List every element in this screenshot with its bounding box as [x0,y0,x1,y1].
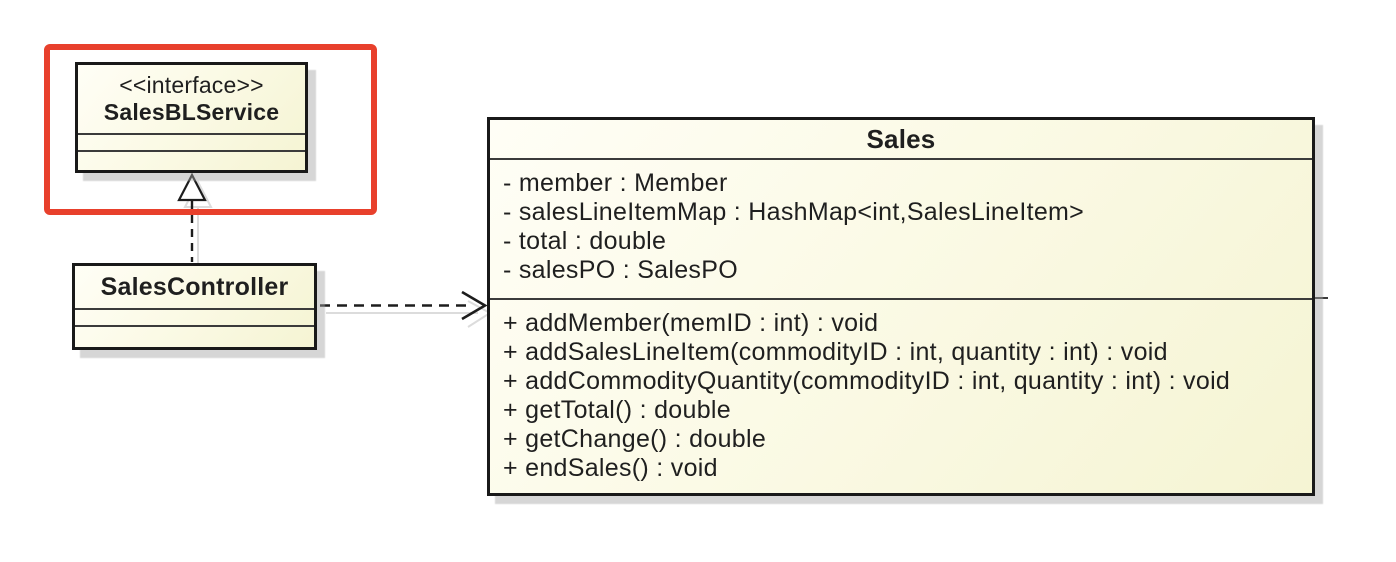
methods-compartment: + addMember(memID : int) : void + addSal… [490,298,1312,493]
methods-compartment-empty [78,150,305,170]
attribute-item: - total : double [503,227,667,255]
attributes-compartment-empty [78,133,305,150]
interface-title-compartment: <<interface>> SalesBLService [78,65,305,133]
attribute-item: - member : Member [503,169,728,197]
class-sales: Sales - member : Member - salesLineItemM… [487,117,1315,496]
open-arrowhead [461,290,488,321]
attribute-item: - salesLineItemMap : HashMap<int,SalesLi… [503,198,1085,226]
interface-class-salesblservice: <<interface>> SalesBLService [75,62,308,173]
class-name-label: SalesController [100,272,289,301]
stereotype-label: <<interface>> [119,72,264,98]
highlight-rectangle [44,44,377,215]
method-item: + getChange() : double [503,425,767,453]
class-name-label: Sales [866,123,936,154]
method-item: + endSales() : void [503,454,718,482]
attributes-compartment-empty [75,308,314,325]
method-item: + addSalesLineItem(commodityID : int, qu… [503,338,1168,366]
class-salescontroller: SalesController [72,263,317,350]
hollow-triangle-arrowhead [177,172,207,202]
class-name-label: SalesBLService [103,99,280,125]
realization-connector [177,172,213,266]
method-item: + getTotal() : double [503,396,731,424]
dependency-connector [320,290,492,328]
attributes-compartment: - member : Member - salesLineItemMap : H… [490,158,1312,298]
method-item: + addMember(memID : int) : void [503,309,879,337]
attribute-item: - salesPO : SalesPO [503,256,738,284]
method-item: + addCommodityQuantity(commodityID : int… [503,367,1231,395]
methods-compartment-empty [75,325,314,347]
